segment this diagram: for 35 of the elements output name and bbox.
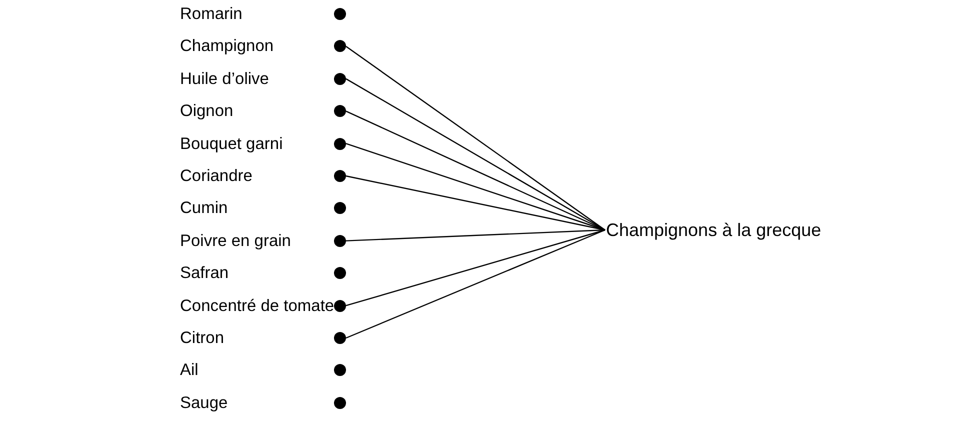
bullet-dot [334, 40, 346, 52]
ingredient-label: Romarin [180, 4, 242, 24]
bullet-dot [334, 234, 346, 247]
ingredient-label: Citron [180, 328, 224, 348]
connector-line [346, 175, 606, 231]
ingredient-label: Coriandre [180, 166, 252, 186]
ingredient-label: Champignon [180, 36, 274, 56]
ingredient-label: Safran [180, 263, 229, 284]
connector-line [346, 229, 606, 242]
connector-line [346, 143, 606, 231]
ingredient-label: Concentré de tomate [180, 296, 334, 316]
bullet-dot [334, 332, 346, 344]
bullet-dot [334, 202, 346, 214]
bullet-dot [334, 267, 346, 280]
bullet-dot [334, 396, 346, 409]
bullet-dot [334, 364, 346, 376]
connector-line [346, 46, 606, 230]
ingredient-label: Sauge [180, 392, 228, 413]
bullet-dot [334, 105, 346, 118]
bullet-dot [334, 138, 346, 150]
ingredient-label: Bouquet garni [180, 134, 283, 154]
bullet-dot [334, 72, 346, 85]
connector-line [346, 110, 606, 231]
ingredient-label: Oignon [180, 101, 234, 122]
bullet-dot [334, 170, 346, 182]
bullet-dot [334, 300, 346, 312]
ingredient-label: Cumin [180, 198, 228, 218]
connector-line [346, 229, 606, 306]
dish-label: Champignons à la grecque [606, 219, 822, 241]
connector-line [346, 78, 606, 231]
ingredient-label: Poivre en grain [180, 230, 291, 251]
connector-line [346, 229, 606, 339]
ingredient-label: Ail [180, 360, 198, 380]
ingredient-label: Huile d’olive [180, 68, 269, 89]
bullet-dot [334, 8, 346, 20]
